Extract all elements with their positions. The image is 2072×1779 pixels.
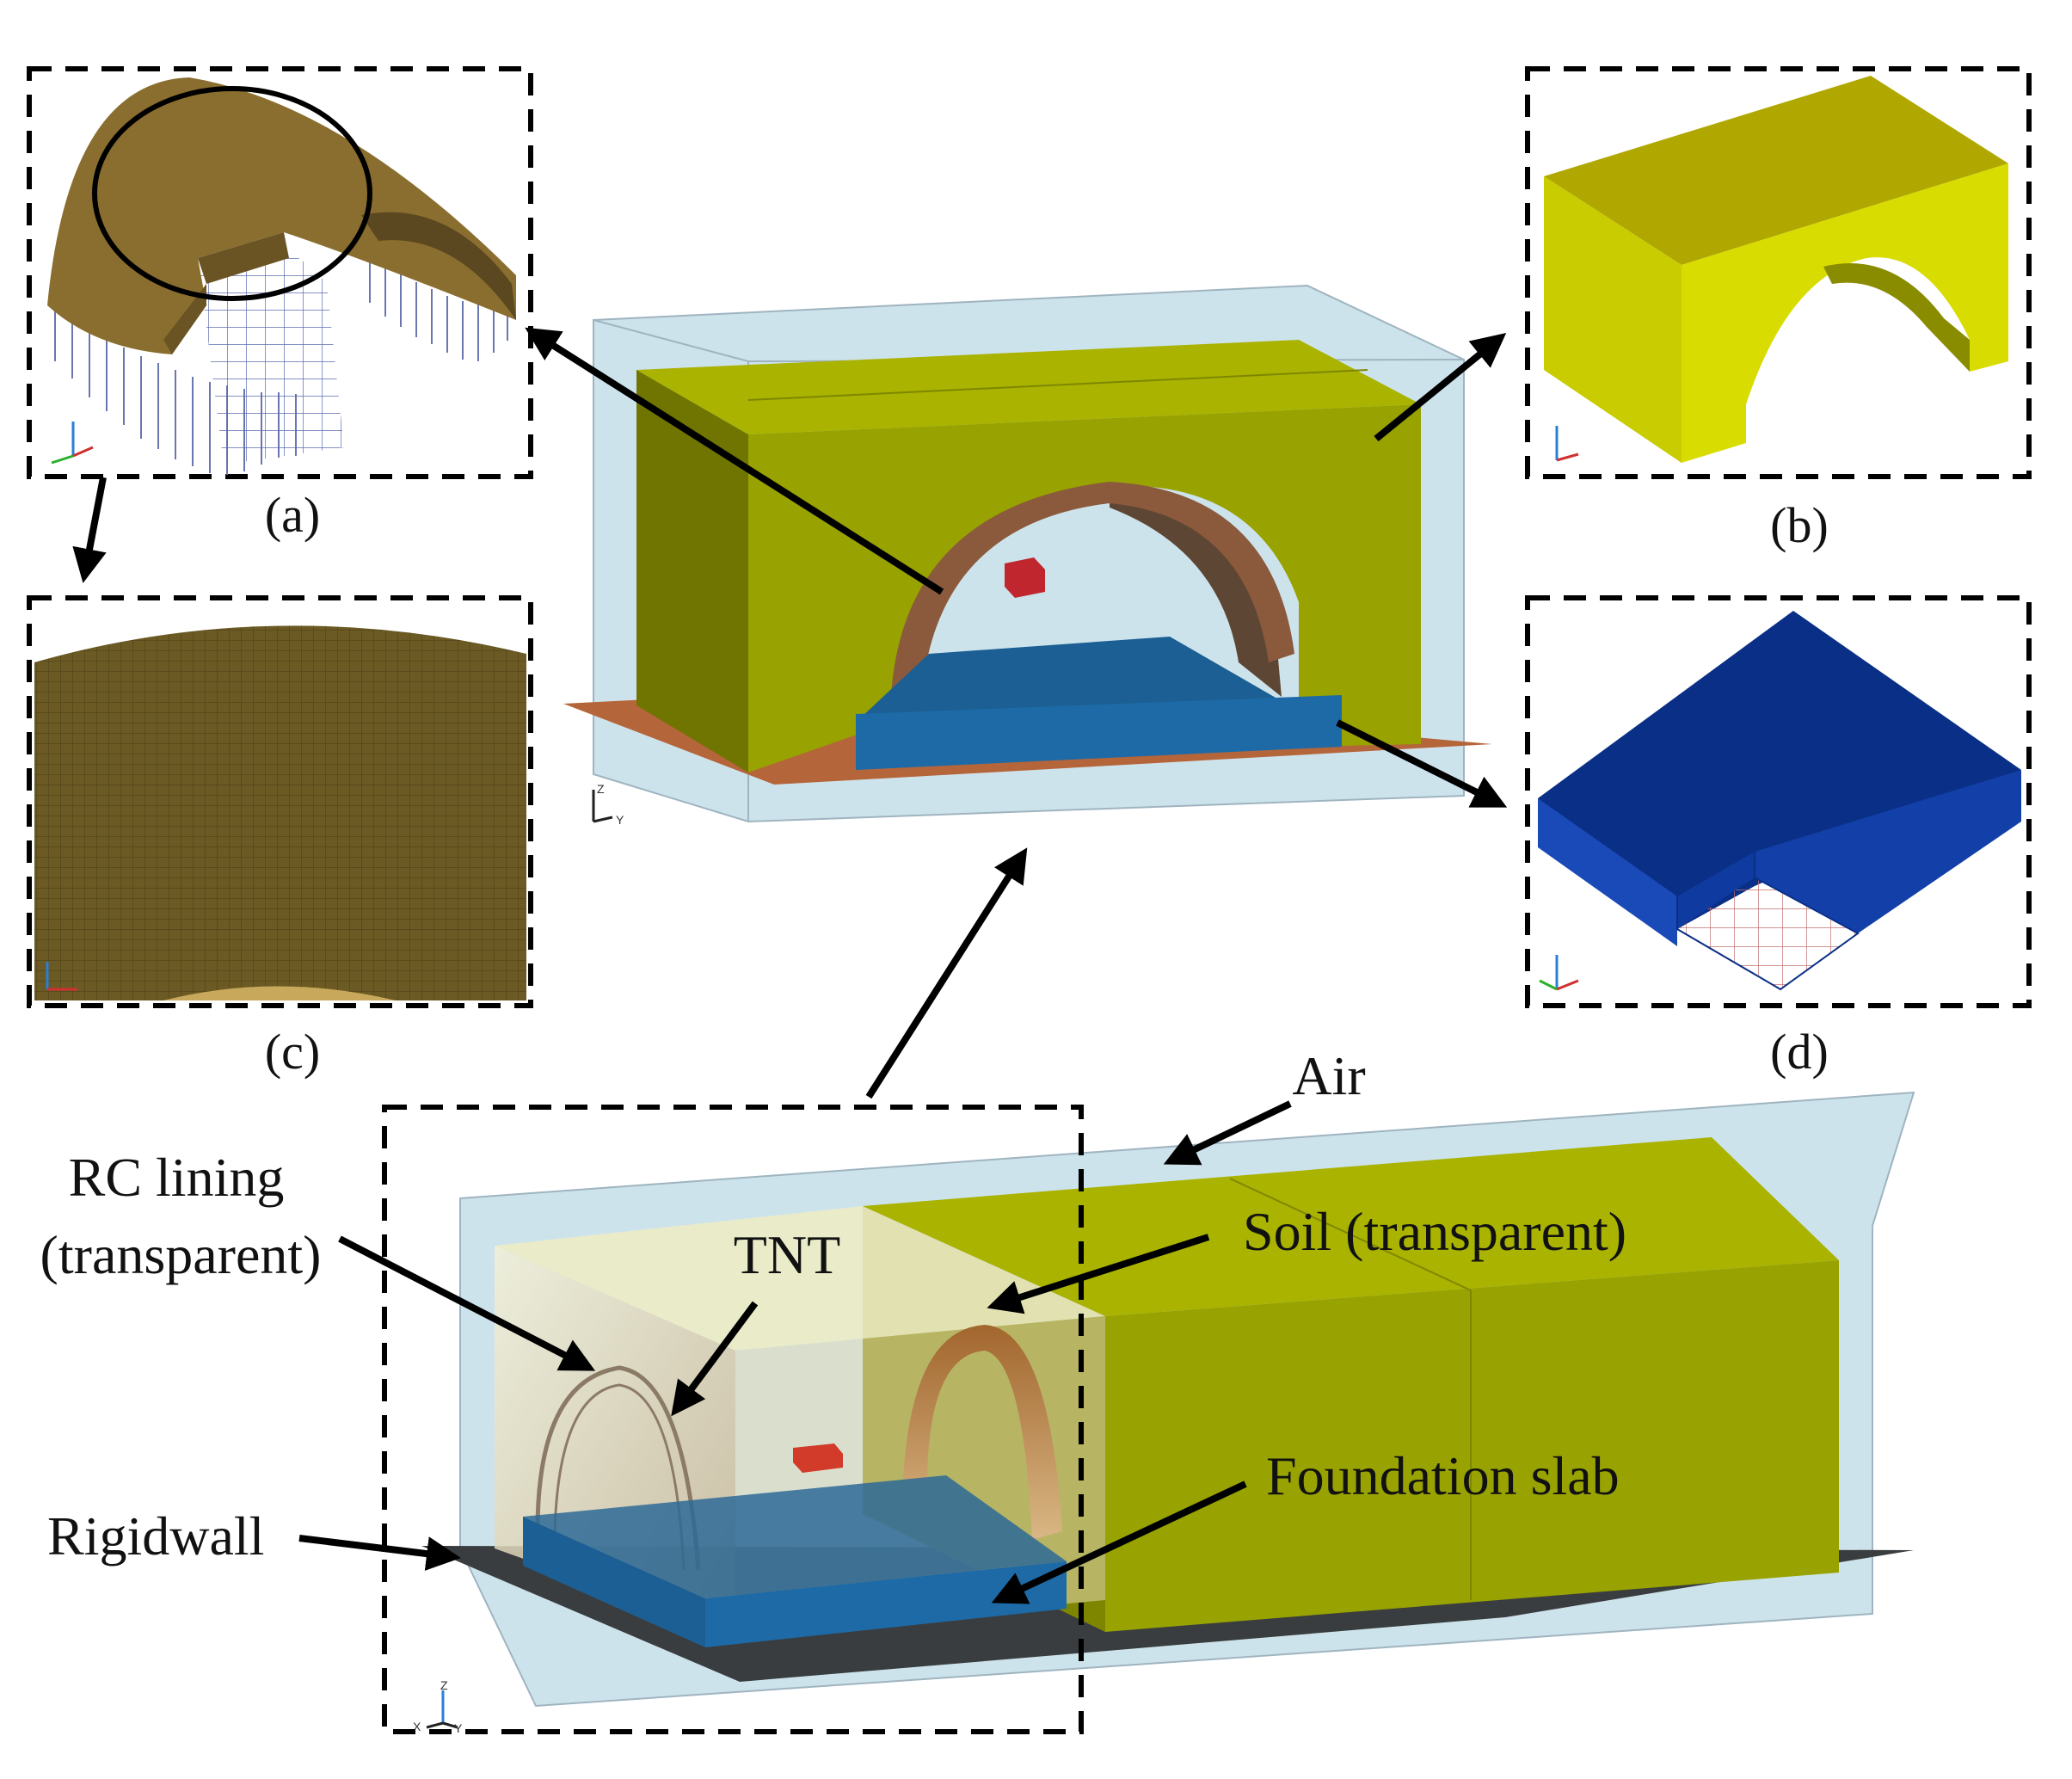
panel-d: (d) — [1525, 595, 2032, 1080]
label-tnt: TNT — [734, 1224, 840, 1285]
arrow-soil — [987, 1234, 1210, 1314]
central-model: Z Y — [563, 284, 1492, 827]
arrow-to-d — [1336, 719, 1508, 808]
panel-b: (b) — [1525, 66, 2032, 553]
label-soil: Soil (transparent) — [1243, 1201, 1626, 1262]
triad-d — [1539, 955, 1579, 991]
lining-mesh — [34, 625, 526, 1000]
label-rc-lining-2: (transparent) — [40, 1224, 322, 1285]
tnt-bottom — [793, 1444, 843, 1473]
bottom-model: Z X Y — [413, 1091, 1915, 1735]
arrow-air — [1163, 1100, 1292, 1166]
slab-side-left — [1538, 798, 1677, 946]
panel-c-frame — [27, 595, 533, 1008]
soil-front-bottom — [1105, 1260, 1839, 1632]
panel-a-frame — [27, 66, 533, 479]
arrow-tnt — [671, 1301, 759, 1417]
label-rigidwall: Rigidwall — [47, 1505, 264, 1567]
tunnel-lining-inner — [1110, 495, 1282, 697]
triad-b — [1555, 426, 1579, 462]
axis-z-central: Z — [597, 782, 605, 796]
slab-top — [1538, 611, 2021, 929]
triad-central: Z Y — [592, 782, 624, 827]
caption-a: (a) — [265, 487, 320, 543]
soil-transparent-top — [495, 1206, 1105, 1351]
triad-bottom: Z X Y — [413, 1678, 463, 1735]
tunnel-arch — [890, 482, 1294, 714]
soil-side — [1544, 176, 1682, 463]
slab-front-central — [856, 695, 1342, 770]
axis-y-central: Y — [616, 813, 624, 827]
tnt-central — [1005, 557, 1045, 598]
soil-face — [1682, 163, 2008, 463]
axis-z-bottom: Z — [440, 1678, 448, 1692]
far-arch — [903, 1325, 1062, 1540]
panel-d-frame — [1525, 595, 2032, 1008]
caption-c: (c) — [265, 1024, 320, 1080]
caption-b: (b) — [1770, 497, 1829, 553]
arrow-to-a — [525, 327, 944, 595]
triad-a — [51, 422, 94, 465]
soil-top — [1544, 76, 2008, 265]
label-foundation-slab: Foundation slab — [1266, 1445, 1620, 1506]
zoom-circle — [92, 86, 372, 301]
slab-mesh — [1677, 877, 1858, 989]
arrows — [72, 327, 1508, 1604]
soil-side-central — [636, 370, 748, 773]
label-rc-lining-1: RC lining — [69, 1147, 285, 1208]
panel-b-frame — [1525, 66, 2032, 479]
label-air: Air — [1292, 1045, 1365, 1106]
arrow-to-central — [865, 847, 1028, 1099]
caption-d: (d) — [1770, 1024, 1829, 1080]
slab-front-bottom — [705, 1561, 1067, 1647]
axis-y-bottom: Y — [454, 1721, 463, 1735]
triad-c — [46, 962, 77, 991]
arch-inner — [1823, 263, 1970, 372]
arrow-rigidwall — [298, 1535, 461, 1571]
panel-c: (c) — [27, 595, 533, 1080]
slab-side-bottom — [523, 1517, 705, 1647]
arrow-rc-lining — [338, 1235, 596, 1371]
selection-box — [382, 1105, 1084, 1734]
slab-side-right — [1755, 770, 2021, 933]
panel-a: (a) — [27, 66, 533, 543]
slab-top-bottom — [523, 1475, 1067, 1598]
arrow-a-to-c — [72, 477, 107, 583]
near-arch — [535, 1365, 701, 1571]
axis-x-bottom: X — [413, 1720, 421, 1733]
arrow-foundation — [991, 1480, 1247, 1604]
arrow-to-b — [1374, 332, 1507, 442]
slab-top-central — [860, 637, 1282, 718]
